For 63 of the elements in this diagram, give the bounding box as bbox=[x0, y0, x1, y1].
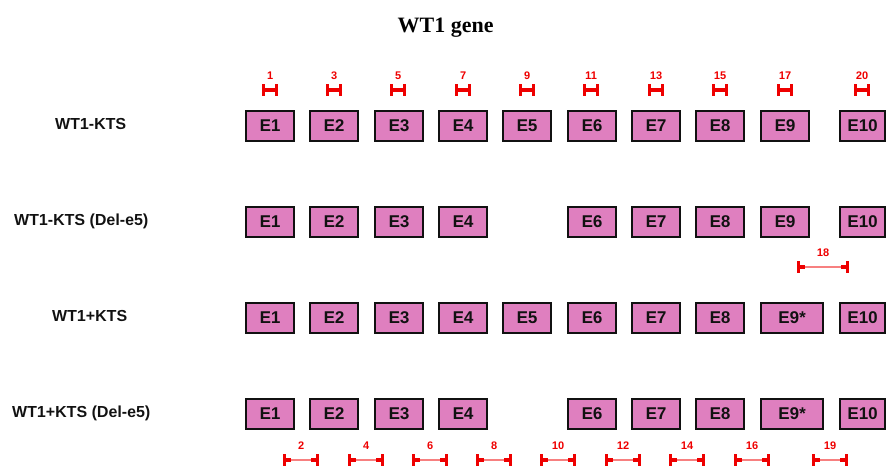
callout-number: 5 bbox=[394, 70, 402, 82]
callout-number: 4 bbox=[362, 440, 370, 452]
row-label: WT1-KTS (Del-e5) bbox=[14, 212, 148, 230]
exon-box: E2 bbox=[309, 206, 359, 238]
callout-number: 19 bbox=[824, 440, 836, 452]
exon-box: E1 bbox=[245, 206, 295, 238]
callout-number: 9 bbox=[524, 70, 530, 82]
exon-box: E3 bbox=[374, 398, 424, 430]
callout-number: 1 bbox=[266, 70, 274, 82]
exon-box: E3 bbox=[374, 110, 424, 142]
exon-box: E4 bbox=[438, 398, 488, 430]
exon-box: E7 bbox=[631, 398, 681, 430]
exon-box: E1 bbox=[245, 302, 295, 334]
exon-box: E6 bbox=[567, 398, 617, 430]
exon-box: E7 bbox=[631, 302, 681, 334]
callout-number: 16 bbox=[746, 440, 758, 452]
exon-box: E8 bbox=[695, 302, 745, 334]
exon-box: E9 bbox=[760, 206, 810, 238]
callout-number: 15 bbox=[714, 70, 726, 82]
exon-box: E3 bbox=[374, 302, 424, 334]
callout-number: 20 bbox=[856, 70, 868, 82]
exon-box: E7 bbox=[631, 110, 681, 142]
exon-box: E1 bbox=[245, 398, 295, 430]
exon-box: E8 bbox=[695, 398, 745, 430]
callout-number: 6 bbox=[426, 440, 434, 452]
callout-number: 14 bbox=[680, 440, 694, 452]
exon-box: E5 bbox=[502, 110, 552, 142]
callout-number: 12 bbox=[616, 440, 630, 452]
exon-box: E2 bbox=[309, 398, 359, 430]
exon-box: E8 bbox=[695, 110, 745, 142]
exon-box: E10 bbox=[839, 110, 886, 142]
exon-box: E10 bbox=[839, 398, 886, 430]
exon-box: E4 bbox=[438, 110, 488, 142]
exon-box: E4 bbox=[438, 302, 488, 334]
exon-box: E10 bbox=[839, 302, 886, 334]
exon-box: E1 bbox=[245, 110, 295, 142]
callout-number: 3 bbox=[330, 70, 338, 82]
callout-number: 13 bbox=[650, 70, 662, 82]
callout-number: 18 bbox=[816, 247, 830, 259]
callout-number: 17 bbox=[778, 70, 792, 82]
exon-box: E9 bbox=[760, 110, 810, 142]
exon-box: E9* bbox=[760, 398, 824, 430]
exon-box: E5 bbox=[502, 302, 552, 334]
exon-box: E2 bbox=[309, 110, 359, 142]
exon-box: E10 bbox=[839, 206, 886, 238]
exon-box: E3 bbox=[374, 206, 424, 238]
exon-box: E9* bbox=[760, 302, 824, 334]
row-label: WT1+KTS bbox=[52, 308, 128, 326]
exon-box: E6 bbox=[567, 206, 617, 238]
callout-number: 8 bbox=[490, 440, 498, 452]
row-label: WT1+KTS (Del-e5) bbox=[12, 404, 150, 422]
row-label: WT1-KTS bbox=[55, 116, 126, 134]
exon-box: E2 bbox=[309, 302, 359, 334]
exon-box: E7 bbox=[631, 206, 681, 238]
callout-number: 2 bbox=[298, 440, 304, 452]
diagram-title: WT1 gene bbox=[398, 12, 494, 37]
exon-box: E4 bbox=[438, 206, 488, 238]
exon-box: E8 bbox=[695, 206, 745, 238]
callout-number: 11 bbox=[585, 70, 597, 82]
exon-box: E6 bbox=[567, 302, 617, 334]
callout-number: 10 bbox=[552, 440, 564, 452]
exon-box: E6 bbox=[567, 110, 617, 142]
callout-number: 7 bbox=[460, 70, 466, 82]
